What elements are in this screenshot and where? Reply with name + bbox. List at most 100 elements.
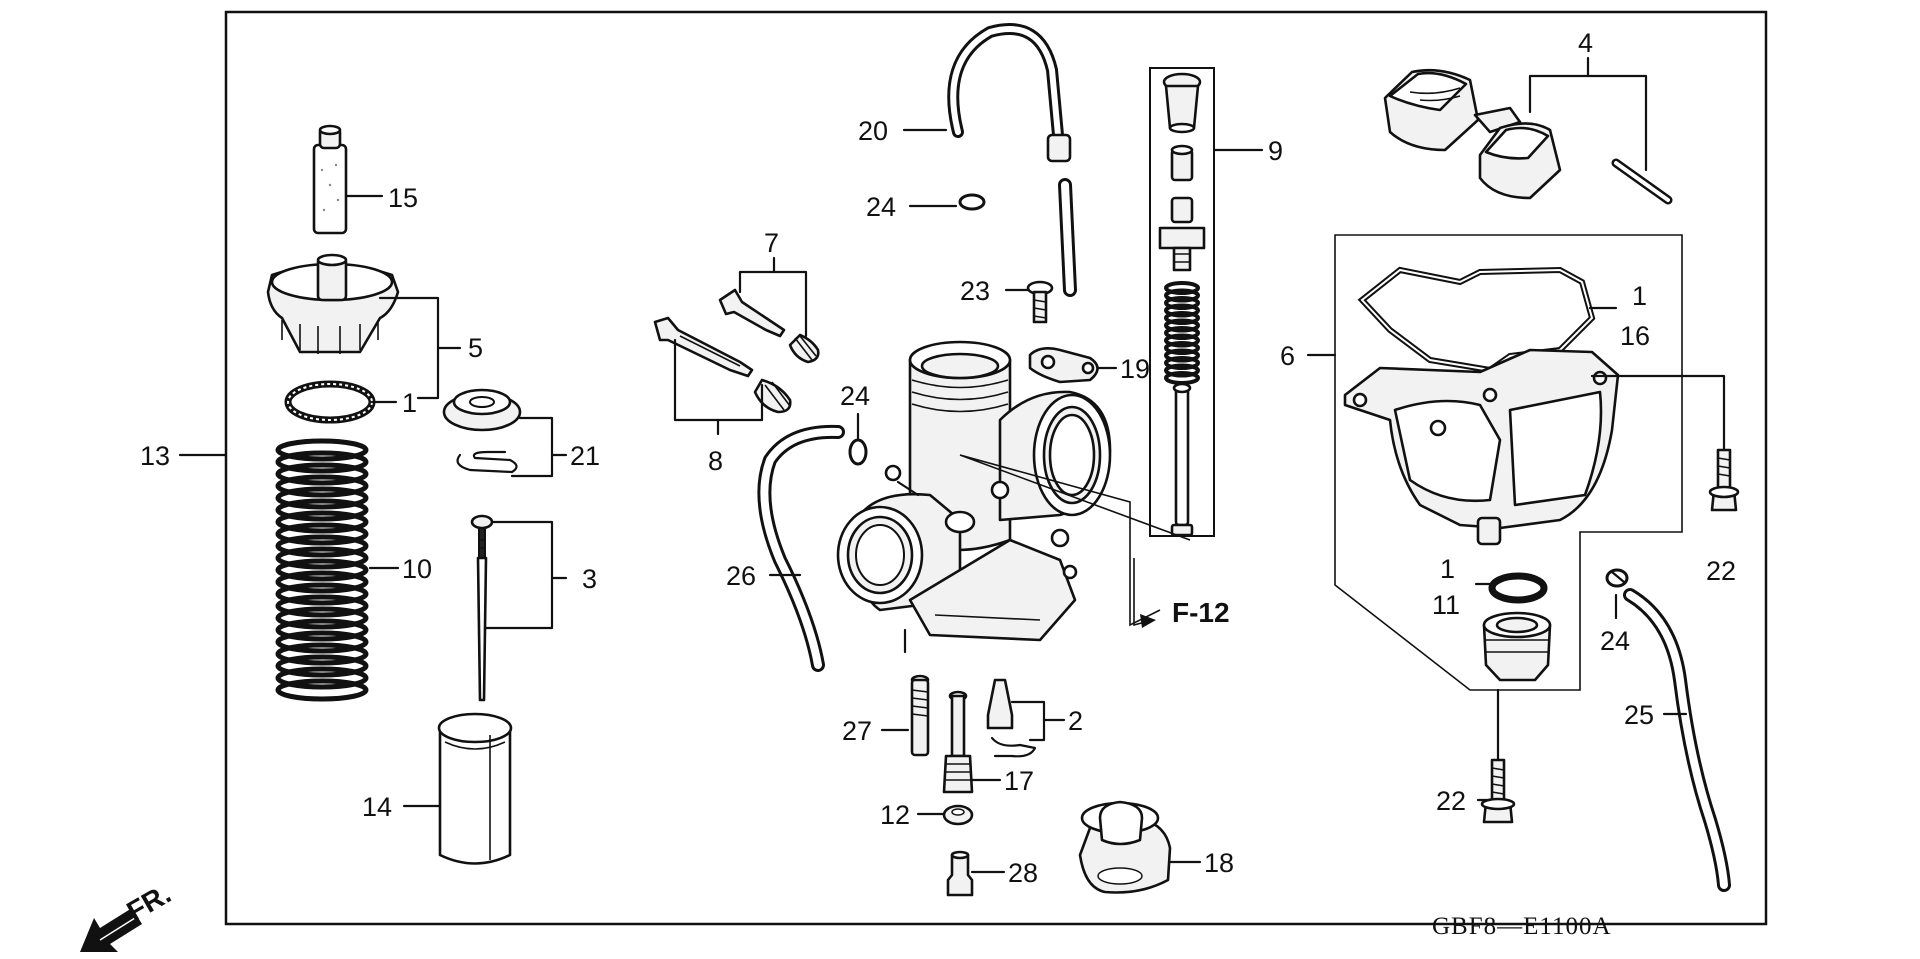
label-10: 10 [402, 554, 432, 584]
label-24-right: 24 [1600, 626, 1630, 656]
spring-coil [275, 546, 369, 570]
spring-coil [275, 570, 369, 594]
label-27: 27 [842, 716, 872, 746]
float-bowl [1343, 348, 1620, 546]
spring-coil [1164, 288, 1200, 303]
label-1-cap: 1 [402, 388, 417, 418]
label-1-plug: 1 [1440, 554, 1455, 584]
part-9-spring [1164, 281, 1200, 385]
part-18-float [1078, 800, 1172, 894]
label-4: 4 [1578, 28, 1593, 58]
carburetor-body [836, 340, 1112, 654]
part-2-float-valve [986, 678, 1037, 758]
spring-coil [275, 438, 369, 462]
spring-coil [275, 606, 369, 630]
label-22-right: 22 [1706, 556, 1736, 586]
spring-coil [275, 678, 369, 702]
part-10-spring [275, 438, 369, 702]
part-22-screw-right [1708, 448, 1740, 512]
part-25-overflow-tube [1623, 588, 1731, 892]
part-15-needle-jet [312, 124, 348, 235]
label-7: 7 [764, 228, 779, 258]
spring-coil [275, 594, 369, 618]
part-14-throttle-valve [437, 712, 513, 865]
spring-coil [1164, 296, 1200, 310]
part-26-drain-tube [757, 424, 845, 672]
spring-coil [1164, 281, 1200, 295]
spring-coil [275, 450, 369, 474]
label-22-bottom: 22 [1436, 786, 1466, 816]
spring-coil [275, 522, 369, 546]
part-16-gasket [1357, 266, 1596, 374]
label-25: 25 [1624, 700, 1654, 730]
label-13: 13 [140, 441, 170, 471]
label-28: 28 [1008, 858, 1038, 888]
part-8-throttle-stop-screw [653, 316, 792, 414]
spring-coil [1164, 348, 1200, 363]
label-8: 8 [708, 446, 723, 476]
spring-coil [1164, 371, 1200, 385]
label-15: 15 [388, 183, 418, 213]
label-9: 9 [1268, 136, 1283, 166]
spring-coil [275, 654, 369, 678]
part-24-hose-clip-right [1605, 568, 1629, 588]
diagram-border [224, 10, 1768, 926]
spring-coil [1164, 363, 1200, 378]
label-5: 5 [468, 333, 483, 363]
label-6: 6 [1280, 341, 1295, 371]
part-21-clip-retainer [442, 388, 522, 474]
label-24-top: 24 [866, 192, 896, 222]
part-12-washer [942, 804, 974, 826]
part-27-pilot-jet [910, 674, 930, 757]
part-labels: 15 5 1 13 10 21 3 14 7 8 20 24 23 19 24 … [140, 28, 1736, 888]
spring-coil [275, 630, 369, 654]
spring-coil [1164, 341, 1200, 355]
label-26: 26 [726, 561, 756, 591]
spring-coil [275, 462, 369, 486]
label-1-gasket: 1 [1632, 281, 1647, 311]
spring-coil [1164, 356, 1200, 370]
part-28-main-jet [946, 850, 974, 897]
label-21: 21 [570, 441, 600, 471]
spring-coil [275, 486, 369, 510]
part-22-screw-bottom [1480, 758, 1516, 824]
label-f12-reference: F-12 [1172, 597, 1230, 628]
label-24-mid: 24 [840, 381, 870, 411]
diagram-code: GBF8—E1100A [1432, 913, 1612, 940]
label-12: 12 [880, 800, 910, 830]
part-23-screw [1026, 280, 1054, 324]
label-2: 2 [1068, 706, 1083, 736]
spring-coil [1164, 333, 1200, 348]
spring-coil [275, 582, 369, 606]
part-7-air-screw [718, 288, 820, 364]
spring-coil [275, 498, 369, 522]
label-11: 11 [1432, 590, 1460, 620]
label-16: 16 [1620, 321, 1650, 351]
spring-coil [275, 510, 369, 534]
spring-coil [275, 534, 369, 558]
front-direction-arrow: FR. [80, 878, 176, 952]
part-5-top-cap [266, 253, 400, 354]
drain-plug [1482, 611, 1552, 682]
label-23: 23 [960, 276, 990, 306]
part-24-hose-clip-top [958, 193, 986, 211]
part-11-o-ring-plug [1488, 572, 1548, 604]
spring-coil [275, 618, 369, 642]
part-1-o-ring-cap [284, 380, 376, 424]
spring-coil [1164, 303, 1200, 318]
float-chamber-bracket [1334, 234, 1683, 691]
spring-coil [275, 666, 369, 690]
spring-coil [1164, 311, 1200, 325]
part-17-needle-jet-holder [942, 690, 974, 794]
label-17: 17 [1004, 766, 1034, 796]
label-3: 3 [582, 564, 597, 594]
label-18: 18 [1204, 848, 1234, 878]
leader-lines [178, 56, 1726, 874]
label-19: 19 [1120, 354, 1150, 384]
spring-coil [1164, 326, 1200, 340]
part-9-cable-adjuster [1158, 72, 1206, 537]
spring-coil [1164, 318, 1200, 333]
part-20-vent-tube [947, 23, 1077, 297]
spring-coil [275, 642, 369, 666]
